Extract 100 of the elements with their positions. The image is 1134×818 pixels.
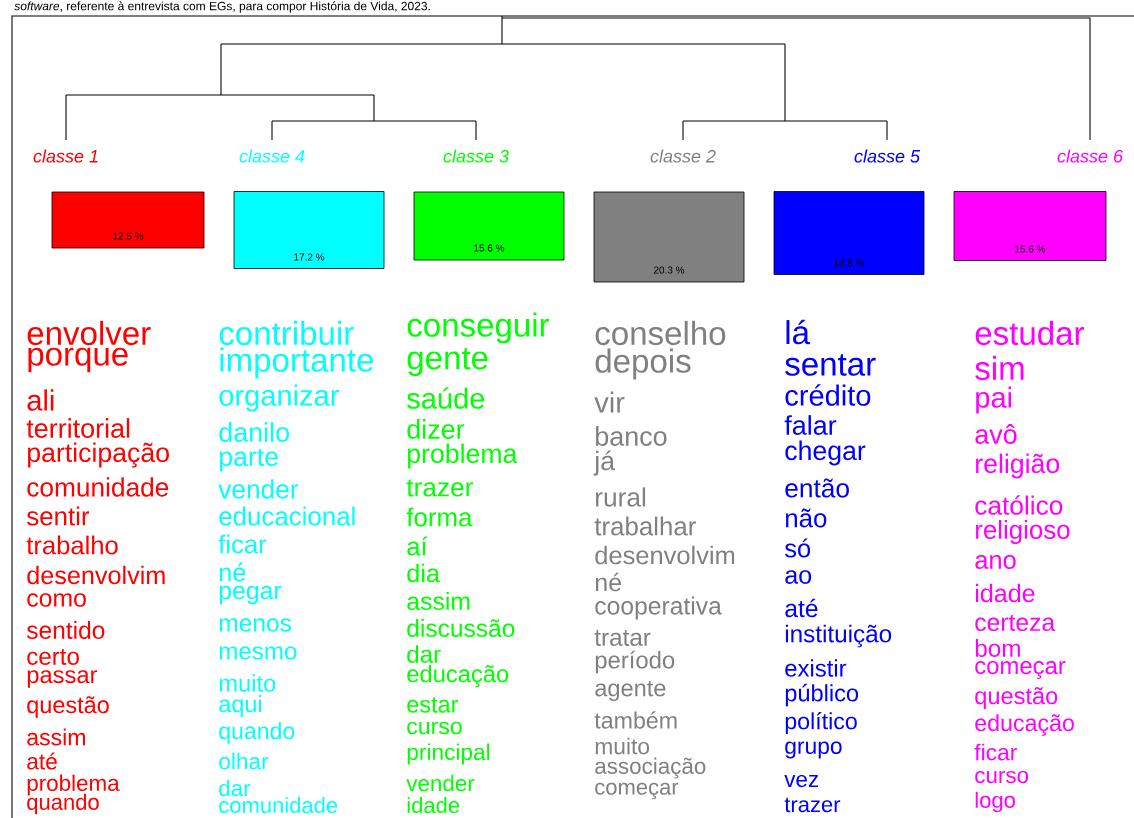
word-label: também [594, 711, 677, 729]
class-label: classe 6 [1057, 149, 1123, 163]
word-label: estudar [975, 320, 1084, 346]
word-label: certo [27, 649, 79, 665]
word-label: trazer [406, 479, 473, 497]
word-label: conseguir [407, 312, 550, 344]
word-label: questão [975, 687, 1058, 709]
word-label: parte [220, 448, 278, 472]
class-label: classe 2 [650, 149, 716, 163]
class-label: classe 1 [33, 149, 98, 163]
word-label: assim [27, 728, 85, 746]
word-label: então [785, 478, 849, 498]
word-label: vez [784, 774, 818, 788]
word-label: quando [219, 722, 295, 744]
word-label: pai [976, 386, 1012, 414]
word-label: lá [786, 319, 810, 345]
percentage-bar: 15.6 % [953, 191, 1107, 261]
word-label: olhar [219, 752, 269, 770]
word-label: envolver [27, 320, 151, 346]
word-label: ficar [974, 743, 1017, 761]
word-label: dia [407, 563, 440, 583]
word-label: mesmo [219, 646, 297, 660]
word-label: logo [975, 791, 1015, 813]
word-label: certeza [975, 614, 1056, 632]
word-label: vir [594, 391, 625, 413]
word-label: principal [407, 743, 490, 765]
word-label: grupo [785, 741, 842, 759]
word-label: instituição [785, 624, 892, 648]
word-label: problema [408, 443, 518, 469]
word-label: trazer [784, 797, 841, 813]
word-label: muito [219, 674, 276, 692]
word-label: bom [975, 639, 1020, 657]
class-label: classe 5 [854, 149, 921, 163]
word-label: passar [27, 670, 98, 688]
word-label: ano [975, 555, 1016, 569]
word-label: né [219, 562, 246, 582]
word-label: chegar [785, 440, 866, 466]
word-label: comunidade [219, 796, 338, 814]
word-label: conselho [595, 320, 726, 346]
word-label: crédito [785, 384, 871, 406]
word-label: forma [406, 507, 473, 527]
word-label: banco [596, 426, 667, 446]
word-label: não [786, 508, 827, 528]
word-label: começar [975, 661, 1066, 679]
word-label: curso [975, 770, 1029, 784]
word-label: desenvolvim [27, 565, 165, 585]
word-label: até [785, 598, 818, 618]
word-label: aqui [219, 695, 262, 717]
word-label: dar [407, 645, 441, 663]
word-label: territorial [26, 418, 130, 438]
word-label: educação [407, 664, 509, 688]
word-label: questão [27, 696, 109, 718]
class-label: classe 4 [239, 149, 305, 163]
word-label: como [27, 593, 86, 607]
word-label: porque [28, 347, 128, 373]
word-label: curso [407, 721, 462, 735]
word-label: até [27, 752, 57, 770]
word-label: associação [595, 757, 706, 779]
word-label: sentir [27, 506, 90, 526]
word-label: sentar [785, 354, 876, 376]
word-label: só [785, 538, 811, 558]
word-label: aí [407, 536, 428, 556]
word-label: muito [595, 737, 650, 755]
word-label: católico [975, 495, 1063, 515]
word-label: ali [27, 389, 54, 411]
word-label: participação [28, 442, 169, 468]
word-label: organizar [219, 384, 339, 412]
word-label: né [595, 572, 622, 592]
class-label: classe 3 [443, 149, 509, 163]
caption-text: software, referente à entrevista com EGs, para compor História de Vida, 2023. [14, 1, 430, 13]
word-label: existir [785, 659, 847, 677]
word-label: religioso [976, 519, 1070, 545]
word-label: rural [596, 487, 646, 507]
word-label: educacional [219, 506, 355, 526]
word-label: agente [595, 680, 666, 702]
word-label: público [785, 683, 859, 707]
word-label: dar [219, 779, 251, 797]
word-label: já [593, 450, 615, 476]
word-label: saúde [407, 387, 485, 409]
word-label: pegar [219, 585, 282, 605]
word-label: assim [407, 591, 470, 611]
word-label: começar [595, 782, 679, 800]
word-label: discussão [407, 619, 515, 637]
word-label: cooperativa [595, 596, 722, 620]
word-label: trabalho [26, 535, 118, 555]
word-label: idade [975, 583, 1035, 603]
word-label: falar [784, 415, 837, 435]
word-label: dizer [407, 419, 465, 439]
word-label: sim [975, 355, 1024, 381]
word-label: trabalhar [594, 516, 696, 536]
word-label: político [785, 712, 857, 734]
word-label: sentido [26, 621, 105, 639]
word-label: menos [219, 618, 291, 632]
word-label: período [595, 650, 675, 674]
word-label: contribuir [219, 320, 354, 346]
percentage-bar: 17.2 % [233, 191, 385, 269]
percentage-bar: 20.3 % [593, 191, 745, 283]
word-label: educação [975, 714, 1074, 736]
word-label: comunidade [27, 477, 169, 497]
percentage-bar: 18.8 % [773, 191, 925, 275]
